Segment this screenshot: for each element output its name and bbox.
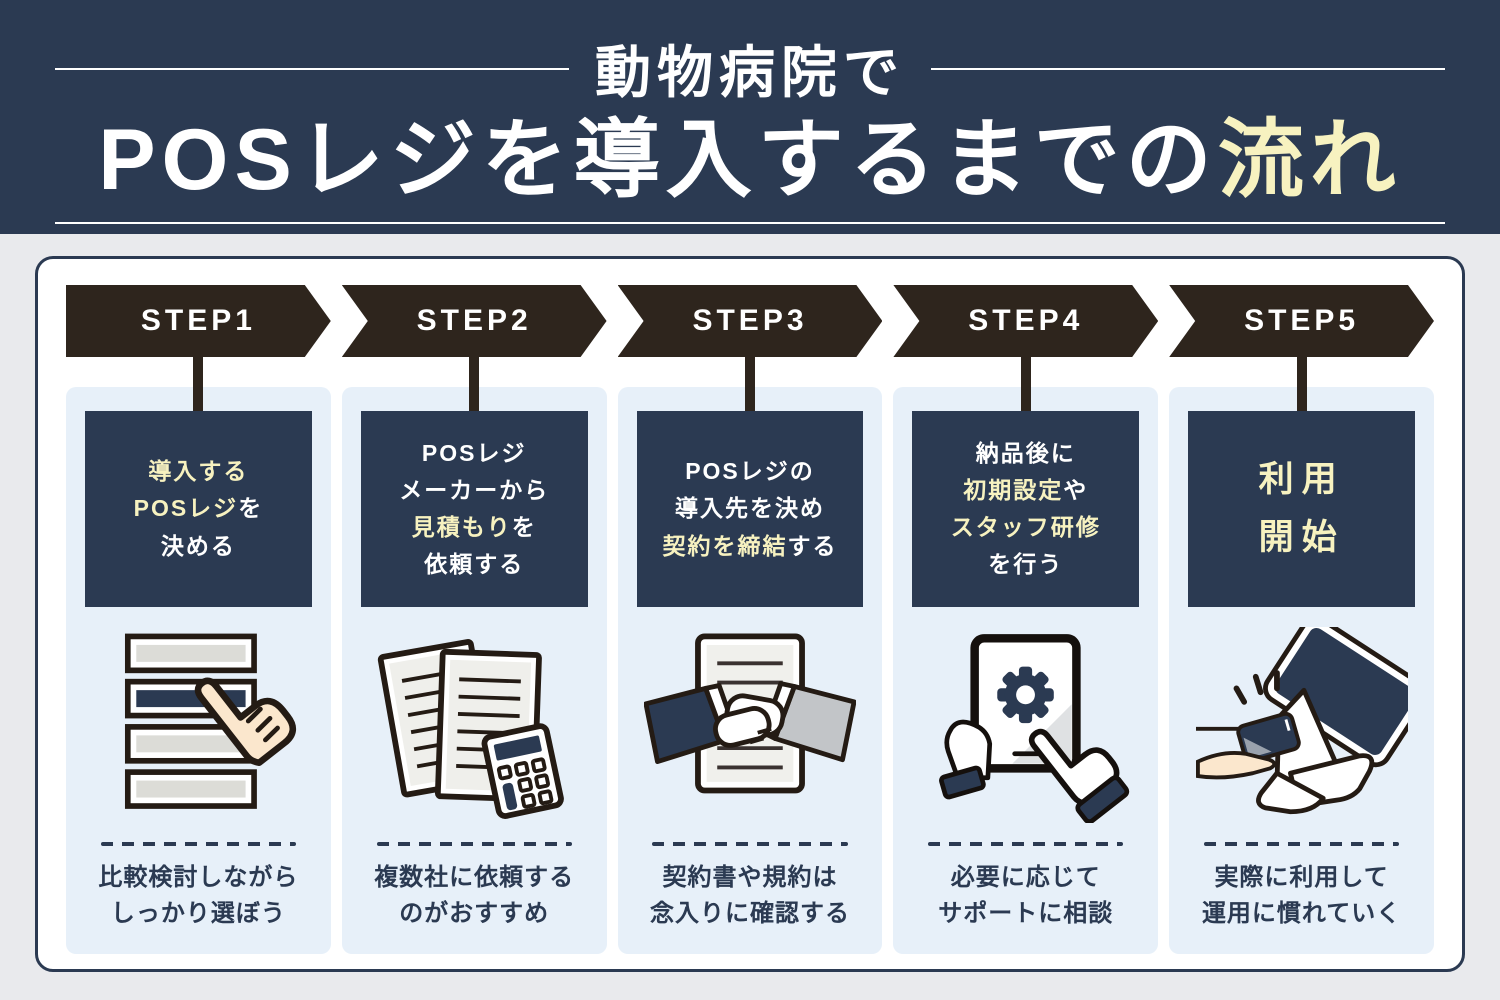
step-box-line: 初期設定や bbox=[963, 476, 1089, 503]
step-box-line: 依頼する bbox=[424, 551, 525, 578]
step-box-line: POSレジ bbox=[421, 439, 527, 466]
step-chevron-4: STEP4 bbox=[893, 285, 1158, 357]
step-box-line: 開始 bbox=[1258, 518, 1345, 557]
step-box-line: 利用 bbox=[1258, 460, 1345, 500]
step-caption-line: のがおすすめ bbox=[399, 900, 550, 927]
step-description-box: 利用開始 bbox=[1188, 411, 1415, 607]
step-panel: 導入する POSレジを決める 比較検討しながらしっかり選ぼう bbox=[66, 387, 331, 954]
dashed-divider bbox=[1204, 842, 1400, 846]
step-box-line: 決める bbox=[160, 532, 236, 559]
step-icon-area bbox=[912, 607, 1139, 842]
step-box-line: 導入先を決め bbox=[674, 495, 825, 522]
step-caption: 実際に利用して運用に慣れていく bbox=[1188, 860, 1415, 954]
step-caption: 複数社に依頼するのがおすすめ bbox=[361, 860, 588, 954]
step-column-3: POSレジの導入先を決め契約を締結する 契約書や規約は念入りに確認する bbox=[617, 355, 883, 954]
header-subtitle: 動物病院で bbox=[595, 41, 905, 104]
step-column-1: 導入する POSレジを決める 比較検討しながらしっかり選ぼう bbox=[66, 355, 331, 954]
tablet-setup-gear-icon bbox=[938, 633, 1129, 823]
step-chevron-3: STEP3 bbox=[618, 285, 883, 357]
step-panel: POSレジメーカーから見積もりを依頼する bbox=[341, 387, 607, 954]
header-rule-bottom bbox=[55, 221, 1445, 224]
dashed-divider bbox=[376, 842, 572, 846]
step-caption: 必要に応じてサポートに相談 bbox=[912, 860, 1139, 954]
handshake-contract-icon bbox=[643, 632, 856, 793]
step-chevron-2: STEP2 bbox=[342, 285, 607, 357]
step-connector-line bbox=[744, 355, 755, 411]
step-box-line: 導入する bbox=[148, 458, 249, 485]
list-selection-hand-icon bbox=[125, 633, 297, 809]
step-box-line: 見積もりを bbox=[411, 514, 537, 540]
step-icon-area bbox=[1188, 607, 1415, 842]
step-description-box: 導入する POSレジを決める bbox=[85, 411, 312, 607]
header-rule-left bbox=[55, 67, 569, 70]
page-title: POSレジを導入するまでの流れ bbox=[55, 113, 1445, 208]
step-connector-line bbox=[469, 355, 480, 411]
step-caption-line: 運用に慣れていく bbox=[1201, 900, 1402, 927]
header-banner: 動物病院で POSレジを導入するまでの流れ bbox=[0, 0, 1500, 234]
step-chevron-1: STEP1 bbox=[66, 285, 331, 357]
step-panel: 利用開始 実際に利用して運用に慣れていく bbox=[1169, 387, 1434, 954]
step-icon-area bbox=[85, 607, 312, 842]
step-panel: POSレジの導入先を決め契約を締結する 契約書や規約は念入りに確認する bbox=[617, 387, 883, 954]
step-caption-line: 複数社に依頼する bbox=[374, 864, 575, 891]
step-connector-line bbox=[193, 355, 204, 411]
steps-columns: 導入する POSレジを決める 比較検討しながらしっかり選ぼう POSレジメーカーか… bbox=[66, 355, 1434, 954]
header-subtitle-row: 動物病院で bbox=[55, 28, 1445, 109]
step-box-line: 契約を締結する bbox=[662, 532, 838, 559]
step-caption: 比較検討しながらしっかり選ぼう bbox=[85, 860, 312, 954]
documents-calculator-icon bbox=[378, 638, 565, 819]
step-box-line: POSレジの bbox=[685, 458, 815, 485]
step-box-line: 納品後に bbox=[975, 439, 1076, 466]
dashed-divider bbox=[100, 842, 296, 846]
step-description-box: 納品後に初期設定やスタッフ研修を行う bbox=[912, 411, 1140, 607]
step-column-4: 納品後に初期設定やスタッフ研修を行う 必要に応じてサポートに相談 bbox=[893, 355, 1159, 954]
header-rule-right bbox=[931, 67, 1445, 70]
step-caption-line: 必要に応じて bbox=[950, 864, 1101, 891]
dashed-divider bbox=[652, 842, 848, 846]
step-chevron-5: STEP5 bbox=[1169, 285, 1434, 357]
step-caption-line: 比較検討しながら bbox=[98, 864, 299, 891]
step-connector-line bbox=[1296, 355, 1307, 411]
step-icon-area bbox=[361, 607, 588, 842]
step-description-box: POSレジメーカーから見積もりを依頼する bbox=[360, 411, 588, 607]
step-caption: 契約書や規約は念入りに確認する bbox=[637, 860, 864, 954]
step-column-2: POSレジメーカーから見積もりを依頼する bbox=[341, 355, 607, 954]
page-title-main: POSレジを導入するまでの bbox=[98, 112, 1218, 208]
step-column-5: 利用開始 実際に利用して運用に慣れていく bbox=[1169, 355, 1434, 954]
step-caption-line: サポートに相談 bbox=[938, 900, 1114, 927]
step-icon-area bbox=[637, 607, 864, 842]
step-box-line: メーカーから bbox=[399, 476, 550, 503]
dashed-divider bbox=[928, 842, 1124, 846]
pos-register-payment-icon bbox=[1195, 626, 1408, 814]
step-box-line: スタッフ研修 bbox=[950, 514, 1101, 540]
step-box-line: POSレジを bbox=[133, 495, 264, 522]
step-caption-line: しっかり選ぼう bbox=[110, 900, 286, 927]
step-box-line: を行う bbox=[988, 551, 1064, 578]
step-panel: 納品後に初期設定やスタッフ研修を行う 必要に応じてサポートに相談 bbox=[893, 387, 1159, 954]
step-caption-line: 契約書や規約は bbox=[662, 864, 838, 891]
page-title-accent: 流れ bbox=[1217, 112, 1402, 208]
step-caption-line: 実際に利用して bbox=[1214, 864, 1389, 891]
step-caption-line: 念入りに確認する bbox=[649, 900, 850, 927]
step-connector-line bbox=[1020, 355, 1031, 411]
step-description-box: POSレジの導入先を決め契約を締結する bbox=[636, 411, 864, 607]
